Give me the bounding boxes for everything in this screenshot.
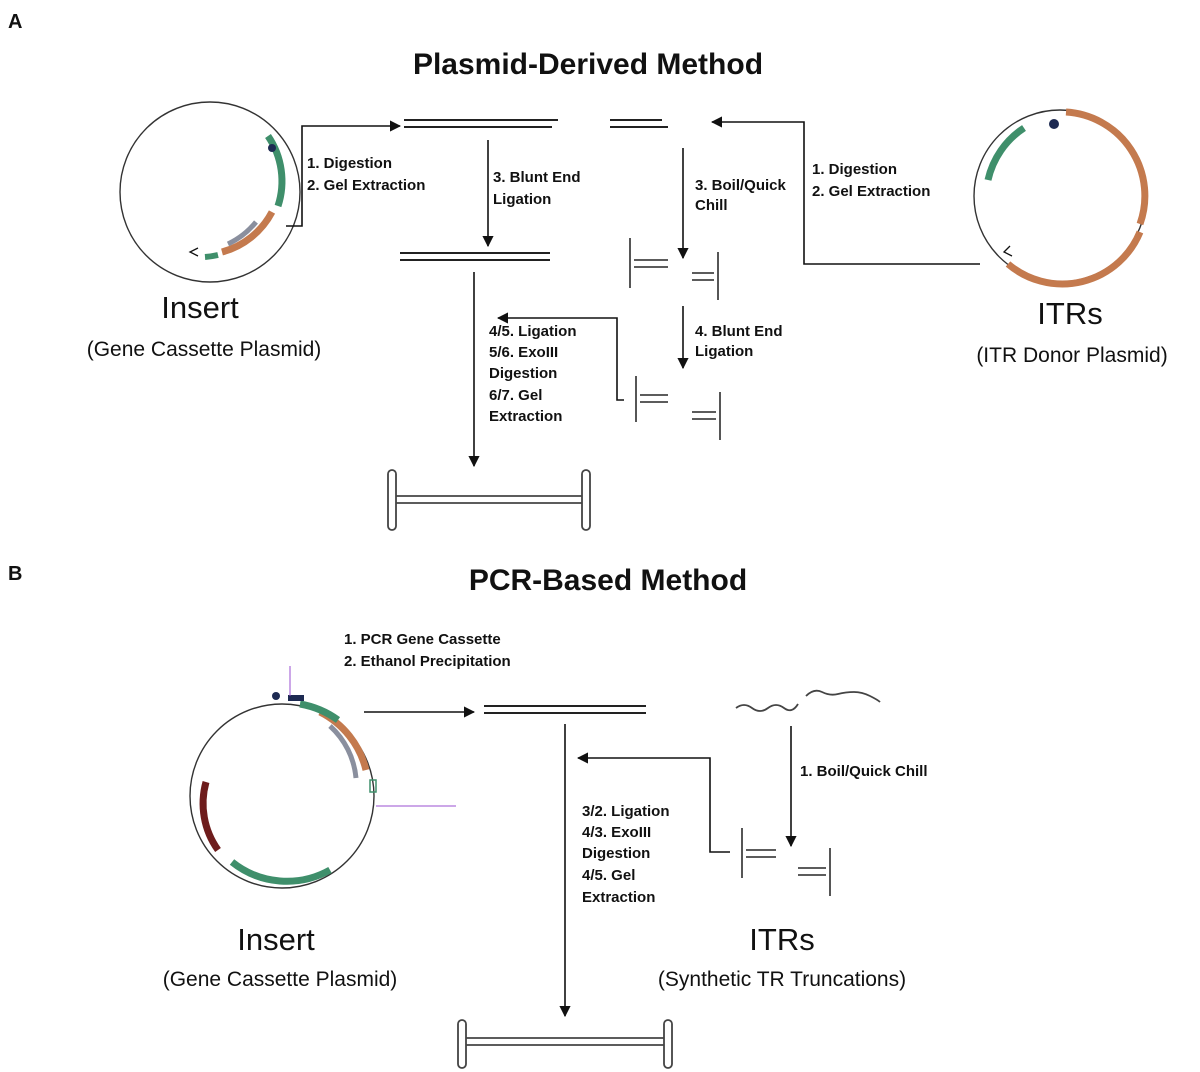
- hairpin-left-1: [629, 238, 668, 288]
- hairpin-right-1: [692, 252, 719, 300]
- panel-a-title: Plasmid-Derived Method: [413, 48, 763, 81]
- synthetic-oligos: [735, 689, 881, 712]
- insert-step-1: 1. Digestion: [307, 155, 392, 172]
- insert-plasmid-b: [189, 666, 456, 889]
- panel-b: B PCR-Based Method 1. PCR Gene Cassette …: [8, 563, 928, 1069]
- ligation-step-b-3: Digestion: [582, 845, 650, 862]
- dna-fragment-top-left: [404, 119, 558, 128]
- hairpin-left-2: [635, 376, 668, 422]
- blunt-ligation-itr-step-2: Ligation: [695, 343, 753, 360]
- dna-fragment-top-right: [610, 119, 668, 128]
- insert-step-2: 2. Gel Extraction: [307, 177, 425, 194]
- hairpin-right-b: [798, 848, 831, 896]
- boil-step-2: Chill: [695, 197, 728, 214]
- pcr-step-2: 2. Ethanol Precipitation: [344, 653, 511, 670]
- hairpin-right-2: [692, 392, 721, 440]
- blunt-ligation-itr-step: 4. Blunt End: [695, 323, 783, 340]
- ligation-step-b-1: 3/2. Ligation: [582, 803, 670, 820]
- itr-sub-a: (ITR Donor Plasmid): [976, 344, 1167, 367]
- final-product-a: [387, 469, 591, 531]
- ligation-step-4: 6/7. Gel: [489, 387, 542, 404]
- ligation-step-b-4: 4/5. Gel: [582, 867, 635, 884]
- panel-b-label: B: [8, 563, 22, 585]
- itr-label-b: ITRs: [749, 922, 814, 957]
- ligation-step-2: 5/6. ExoIII: [489, 344, 558, 361]
- pcr-fragment-b: [484, 705, 646, 714]
- boil-step-b: 1. Boil/Quick Chill: [800, 763, 928, 780]
- blunt-ligation-step-2: Ligation: [493, 191, 551, 208]
- panel-a: A Plasmid-Derived Method 1. Digestion 2.…: [8, 11, 1168, 531]
- insert-label-b: Insert: [237, 922, 315, 957]
- itr-step-1: 1. Digestion: [812, 161, 897, 178]
- ligation-step-b-5: Extraction: [582, 889, 655, 906]
- itr-label-a: ITRs: [1037, 296, 1102, 331]
- insert-steps-a: 1. Digestion 2. Gel Extraction: [307, 155, 425, 194]
- itr-plasmid-a: [973, 108, 1149, 288]
- itr-step-2: 2. Gel Extraction: [812, 183, 930, 200]
- hairpin-left-b: [741, 828, 776, 878]
- ligation-step-5: Extraction: [489, 408, 562, 425]
- blunt-ligation-step: 3. Blunt End: [493, 169, 581, 186]
- pcr-step-1: 1. PCR Gene Cassette: [344, 631, 501, 648]
- itr-sub-b: (Synthetic TR Truncations): [658, 968, 906, 991]
- ligation-step-3: Digestion: [489, 365, 557, 382]
- ligated-fragment-a: [400, 252, 550, 261]
- ligation-step-b-2: 4/3. ExoIII: [582, 824, 651, 841]
- insert-sub-b: (Gene Cassette Plasmid): [163, 968, 398, 991]
- final-product-b: [457, 1019, 673, 1069]
- insert-sub-a: (Gene Cassette Plasmid): [87, 338, 322, 361]
- panel-a-label: A: [8, 11, 22, 33]
- boil-step: 3. Boil/Quick: [695, 177, 787, 194]
- ligation-step-1: 4/5. Ligation: [489, 323, 577, 340]
- panel-b-title: PCR-Based Method: [469, 564, 747, 597]
- insert-label-a: Insert: [161, 290, 239, 325]
- insert-plasmid-a: [119, 101, 301, 283]
